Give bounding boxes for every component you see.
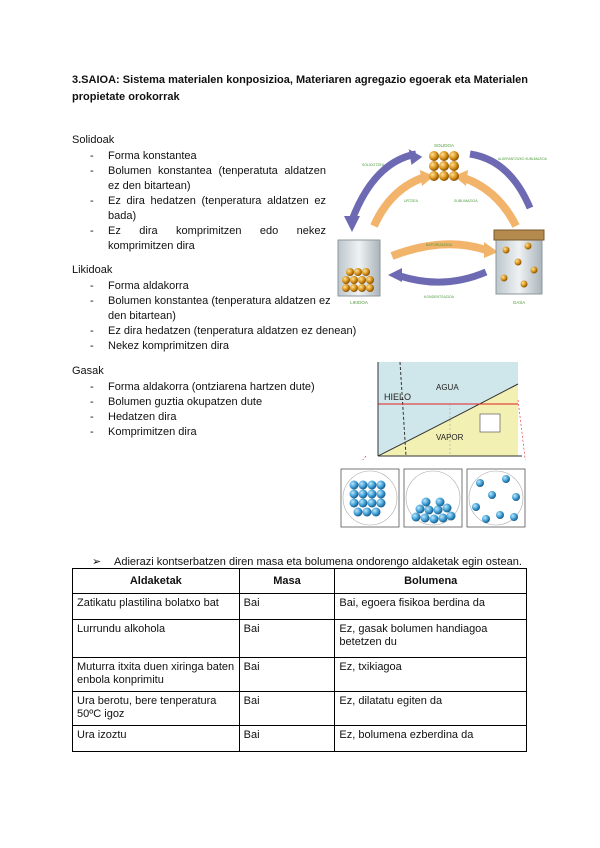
fusion-label: URTZEA [404,199,419,203]
table-cell: Zatikatu plastilina bolatxo bat [72,593,240,620]
reverse-sublimation-arrow [469,150,534,210]
solid-list: Forma konstantea Bolumen konstantea (ten… [72,149,326,254]
table-cell: Ez, dilatatu egiten da [334,691,527,726]
states-of-matter-diagram: SOLIDOA LIKIDOA GASA SOLIDOTZEA URTZEA S… [337,143,548,305]
liquid-section: Likidoak Forma aldakorra Bolumen konstan… [72,263,372,354]
gas-list: Forma aldakorra (ontziarena hartzen dute… [72,380,372,440]
liquid-heading: Likidoak [72,264,113,276]
vaporization-label: BAPORIZAZIOA [426,243,453,247]
solid-particles [429,151,459,181]
gas-arrangement [472,475,520,523]
liquid-particles [342,268,374,292]
condensation-label: KONDENTSAZIOA [424,295,455,299]
solid-heading: Solidoak [72,134,115,146]
solid-label: SOLIDOA [434,143,454,148]
solidification-arrow [348,150,417,222]
gas-jar-lid [493,229,545,241]
list-item: Nekez komprimitzen dira [72,339,372,354]
table-cell: Muturra itxita duen xiringa baten enbola… [72,657,240,692]
instruction: ➢ Adierazi kontserbatzen diren masa eta b… [92,555,522,569]
liquid-label: LIKIDOA [350,300,368,305]
table-row: Lurrundu alkohola Bai Ez, gasak bolumen … [72,619,527,658]
table-row: Ura berotu, bere tenperatura 50ºC igoz B… [72,691,527,726]
sublimation-arrow [462,174,520,228]
list-item: Hedatzen dira [72,410,372,425]
table-cell: Bai [238,691,336,726]
condensation-arrow [398,268,488,286]
arrow-bullet-icon: ➢ [92,556,102,568]
list-item: Ez dira hedatzen (tenperatura aldatzen e… [72,194,326,224]
ice-label: HIELO [384,392,411,402]
list-item: Bolumen konstantea (tenperatuta aldatzen… [72,164,326,194]
reverse-sublimation-label: ALDERANTZIZKO SUBLIMAZIOA [498,157,548,161]
table-cell: Bai [238,725,336,752]
table-cell: Ura izoztu [72,725,240,752]
table-header-row: Aldaketak Masa Bolumena [72,568,527,594]
vapor-region [378,384,518,456]
list-item: Ez dira hedatzen (tenperatura aldatzen e… [72,324,372,339]
list-item: Ez dira komprimitzen edo nekez komprimit… [72,224,326,254]
fusion-arrow [370,174,424,228]
list-item: Forma aldakorra [72,279,332,294]
liquid-list: Forma aldakorra Bolumen konstantea (tenp… [72,279,372,354]
table-cell: Ez, gasak bolumen handiagoa betetzen du [334,619,527,658]
table-cell: Ez, bolumena ezberdina da [334,725,527,752]
vaporization-curve [377,383,519,457]
solidification-label: SOLIDOTZEA [362,163,385,167]
solid-section: Solidoak Forma konstantea Bolumen konsta… [72,133,326,254]
list-item: Komprimitzen dira [72,425,372,440]
inset-box [479,413,501,433]
table-cell: Lurrundu alkohola [72,619,240,658]
list-item: Forma aldakorra (ontziarena hartzen dute… [72,380,372,395]
page-title: 3.SAIOA: Sistema materialen konposizioa,… [72,74,528,103]
gas-particles [500,242,538,288]
table-row: Ura izoztu Bai Ez, bolumena ezberdina da [72,725,527,752]
table-row: Muturra itxita duen xiringa baten enbola… [72,657,527,692]
vapor-label: VAPOR [436,433,464,442]
column-header: Bolumena [334,568,527,594]
water-label: AGUA [436,383,459,392]
table-cell: Bai [238,593,336,620]
column-header: Aldaketak [72,568,240,594]
column-header: Masa [238,568,336,594]
list-item: Forma konstantea [72,149,326,164]
list-item: Bolumen konstantea (tenperatura aldatzen… [72,294,332,324]
particle-arrangements [340,468,526,528]
table-cell: Bai [238,619,336,658]
fusion-curve [399,361,407,457]
conservation-table: Aldaketak Masa Bolumena Zatikatu plastil… [72,568,527,752]
solid-arrangement [349,480,386,517]
table-cell: Bai, egoera fisikoa berdina da [334,593,527,620]
liquid-arrangement [411,497,456,524]
table-cell: Bai [238,657,336,692]
gas-label: GASA [513,300,526,305]
instruction-text: Adierazi kontserbatzen diren masa eta bo… [114,556,522,568]
gas-section: Gasak Forma aldakorra (ontziarena hartze… [72,364,372,440]
sublimation-label: SUBLIMAZIOA [454,199,478,203]
list-item: Bolumen guztia okupatzen dute [72,395,372,410]
phase-diagram: HIELO AGUA VAPOR [340,360,526,460]
table-row: Zatikatu plastilina bolatxo bat Bai Bai,… [72,593,527,620]
vaporization-arrow [390,240,488,260]
table-cell: Ura berotu, bere tenperatura 50ºC igoz [72,691,240,726]
gas-heading: Gasak [72,365,104,377]
table-cell: Ez, txikiagoa [334,657,527,692]
